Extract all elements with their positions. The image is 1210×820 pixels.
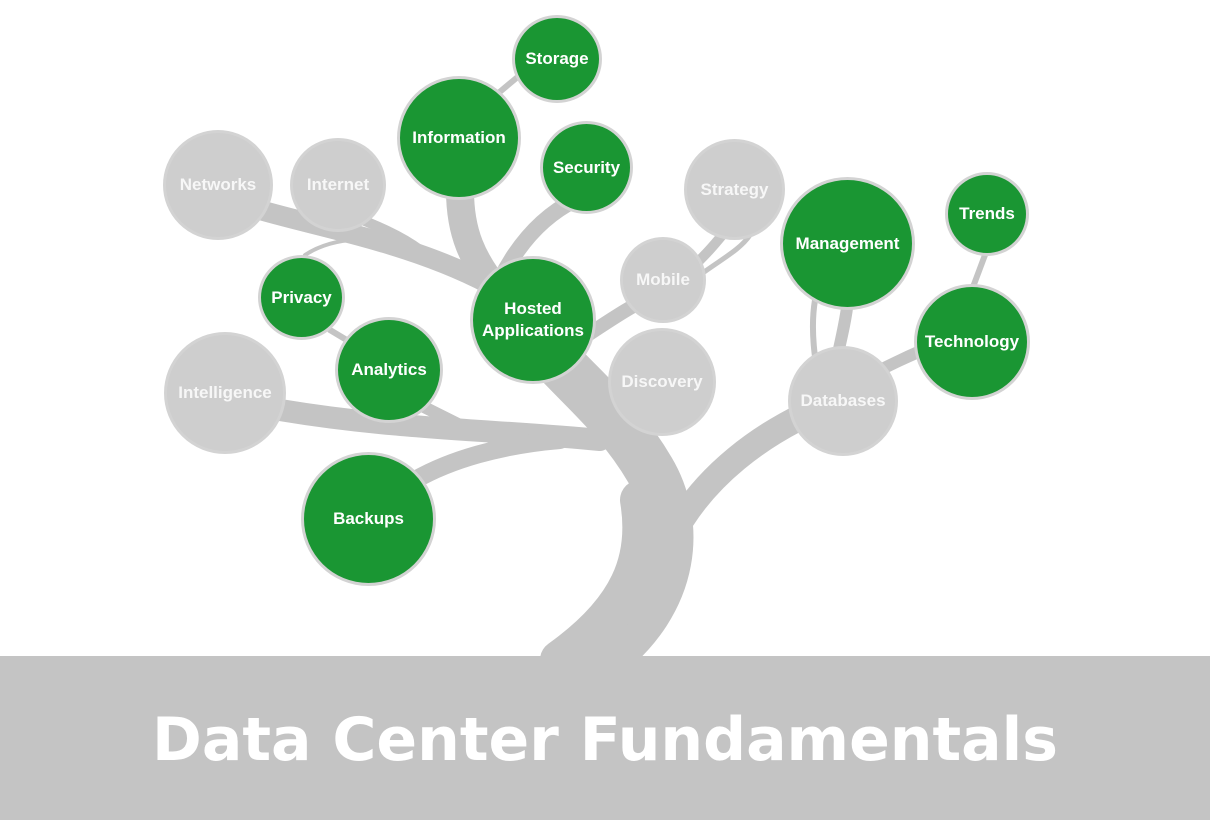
- node-discovery: Discovery: [608, 328, 716, 436]
- hosted-line2: Applications: [481, 321, 584, 340]
- node-internet: Internet: [290, 138, 386, 232]
- node-databases: Databases: [788, 346, 898, 456]
- node-analytics: Analytics: [335, 317, 443, 423]
- trunk: [510, 310, 694, 685]
- node-management: Management: [780, 177, 915, 310]
- node-strategy: Strategy: [684, 139, 785, 240]
- node-storage: Storage: [512, 15, 602, 103]
- node-hosted-applications: Hosted Applications: [470, 256, 596, 384]
- branch-backups: [406, 431, 569, 489]
- trunk-base: [540, 480, 663, 680]
- branch-strategy-2: [697, 232, 753, 278]
- node-technology: Technology: [914, 284, 1030, 400]
- page-title: Data Center Fundamentals: [152, 705, 1058, 775]
- node-security: Security: [540, 121, 633, 214]
- node-intelligence: Intelligence: [164, 332, 286, 454]
- node-networks: Networks: [163, 130, 273, 240]
- node-information: Information: [397, 76, 521, 200]
- node-privacy: Privacy: [258, 255, 345, 340]
- node-mobile: Mobile: [620, 237, 706, 323]
- node-trends: Trends: [945, 172, 1029, 256]
- title-band: Data Center Fundamentals: [0, 656, 1210, 820]
- node-backups: Backups: [301, 452, 436, 586]
- branch-privacy-top: [303, 238, 357, 257]
- hosted-line1: Hosted: [504, 299, 562, 318]
